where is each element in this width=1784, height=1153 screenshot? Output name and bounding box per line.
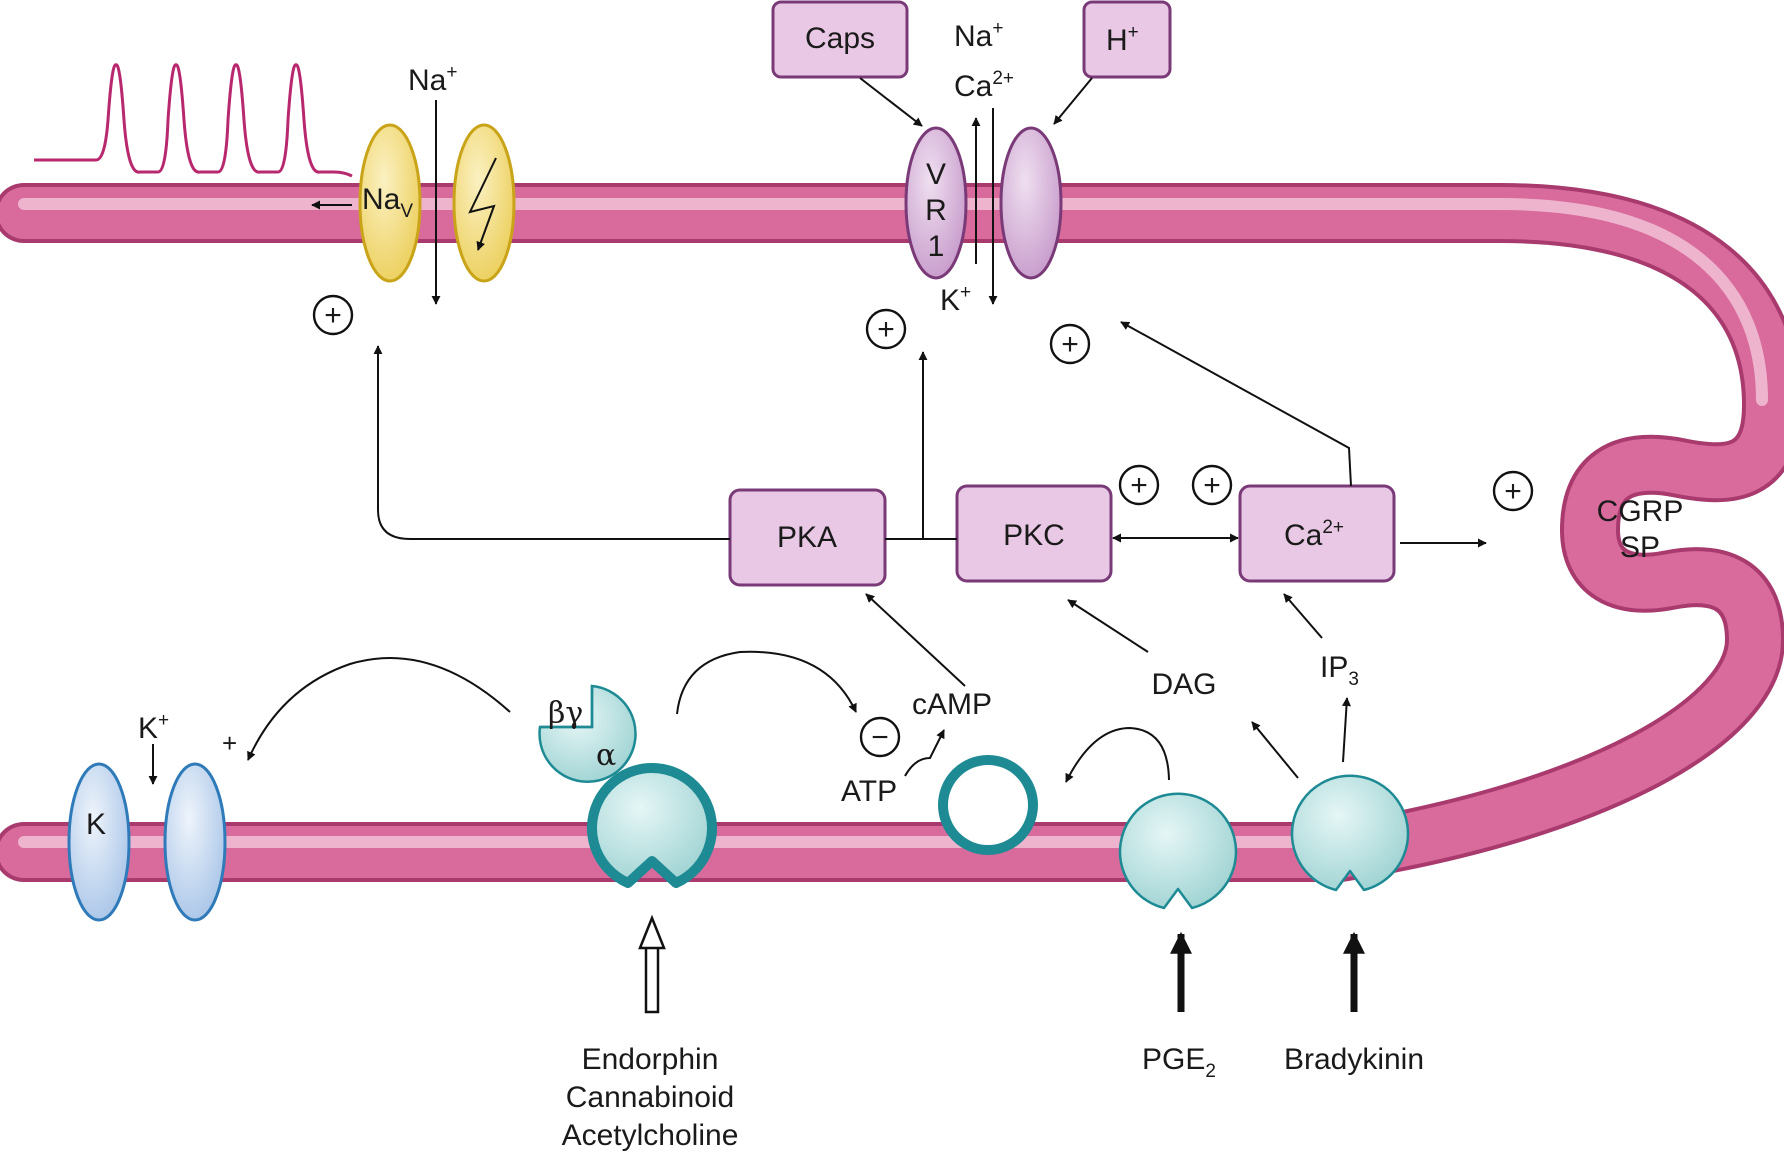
vr1-channel xyxy=(904,126,1063,280)
pge-receptor xyxy=(1118,792,1238,910)
pka-box xyxy=(728,488,887,587)
h-plus-label: H+ xyxy=(1106,22,1139,57)
svg-text:+: + xyxy=(1130,469,1148,502)
k-channel xyxy=(67,762,227,922)
atp-label: ATP xyxy=(841,775,897,808)
plus-circle-pkc: + xyxy=(1118,464,1160,506)
atp-to-camp-arrow xyxy=(904,729,945,777)
bradykinin-receptor xyxy=(1290,774,1410,892)
na-label-left: Na+ xyxy=(408,62,457,97)
pge-to-receptor-arrow xyxy=(1065,726,1170,783)
bradykinin-to-dag-arrow xyxy=(1251,721,1299,779)
gbg-to-k-arrow xyxy=(247,657,511,761)
svg-text:+: + xyxy=(1504,475,1522,508)
pka-label: PKA xyxy=(777,521,837,554)
plus-circle-vr1-right: + xyxy=(1049,323,1091,365)
plus-circle-vr1-left: + xyxy=(865,308,907,350)
plus-circle-ca: + xyxy=(1191,464,1233,506)
svg-text:+: + xyxy=(877,313,895,346)
nav-channel xyxy=(358,123,516,283)
svg-text:+: + xyxy=(1061,328,1079,361)
g-protein-subunits xyxy=(538,684,637,783)
pka-to-nav-arrow xyxy=(373,345,730,540)
camp-to-pka-arrow xyxy=(865,593,966,687)
k-plus-sign: + xyxy=(222,728,237,758)
h-plus-box xyxy=(1082,0,1172,79)
adenylyl-cyclase xyxy=(938,755,1038,855)
inhibitory-ligand-arrow xyxy=(638,914,666,1014)
svg-text:+: + xyxy=(324,299,342,332)
voltage-sensor-icon xyxy=(468,157,497,251)
dag-label: DAG xyxy=(1151,668,1216,701)
svg-text:−: − xyxy=(871,721,889,754)
vr1-letter-v: V xyxy=(926,158,946,191)
caps-label: Caps xyxy=(805,22,875,55)
action-potential-trace xyxy=(34,63,353,178)
na-label-top: Na+ xyxy=(954,18,1003,53)
cannabinoid-label: Cannabinoid xyxy=(566,1081,734,1114)
caps-box xyxy=(771,0,909,79)
h-plus-arrow xyxy=(1053,77,1093,125)
nerve-membrane xyxy=(0,183,1784,882)
alpha-label: α xyxy=(596,738,616,773)
endorphin-label: Endorphin xyxy=(582,1043,719,1076)
ca-label-top: Ca2+ xyxy=(954,68,1014,103)
nav-label: NaV xyxy=(362,183,413,222)
ca-box-label: Ca2+ xyxy=(1284,517,1344,552)
pkc-label: PKC xyxy=(1003,519,1065,552)
opioid-receptor xyxy=(587,763,717,888)
plus-circle-nav: + xyxy=(312,294,354,336)
svg-text:+: + xyxy=(1203,469,1221,502)
ca-to-vr1-arrow xyxy=(1120,321,1352,487)
bradykinin-label: Bradykinin xyxy=(1284,1043,1424,1076)
sp-label: SP xyxy=(1620,531,1660,564)
ip3-to-ca-arrow xyxy=(1283,593,1323,639)
pge2-label: PGE2 xyxy=(1142,1043,1216,1082)
vr1-letter-r: R xyxy=(925,194,947,227)
k-label-bottom: K+ xyxy=(138,710,169,745)
dag-to-pkc-arrow xyxy=(1067,599,1149,653)
camp-label: cAMP xyxy=(912,688,992,721)
acetylcholine-label: Acetylcholine xyxy=(562,1119,739,1152)
caps-arrow xyxy=(859,77,923,127)
vr1-letter-1: 1 xyxy=(928,230,945,263)
k-channel-label: K xyxy=(86,808,106,841)
minus-circle: − xyxy=(859,716,901,758)
bradykinin-to-ip3-arrow xyxy=(1342,697,1351,763)
ca-box xyxy=(1238,484,1396,583)
k-label-top: K+ xyxy=(940,282,971,317)
pkc-box xyxy=(955,484,1113,583)
ip3-label: IP3 xyxy=(1320,651,1359,690)
cgrp-label: CGRP xyxy=(1597,495,1684,528)
plus-circle-release: + xyxy=(1492,470,1534,512)
galpha-to-minus-arrow xyxy=(676,650,857,715)
beta-gamma-label: βγ xyxy=(548,696,583,731)
